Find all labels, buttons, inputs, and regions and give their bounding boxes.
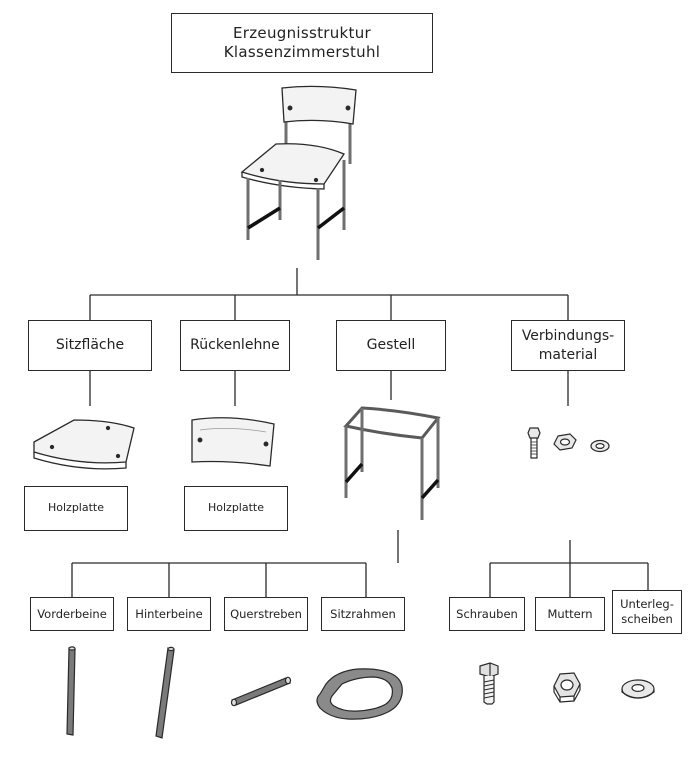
washer-icon (621, 679, 655, 699)
part-box-muttern: Muttern (535, 597, 605, 631)
part-label: Schrauben (456, 606, 518, 621)
seat-board-icon (33, 419, 135, 470)
fastener-set-icon (527, 427, 610, 459)
title-line-2: Klassenzimmerstuhl (223, 43, 381, 61)
short-tube-icon (230, 676, 292, 707)
component-box-rueckenlehne: Rückenlehne (180, 320, 290, 371)
part-label-line-2: scheiben (621, 612, 673, 626)
title-box: Erzeugnisstruktur Klassenzimmerstuhl (171, 13, 433, 73)
part-label-line-1: Unterleg- (620, 597, 674, 612)
leg-tube-icon (155, 646, 175, 739)
part-box-holzplatte-sitz: Holzplatte (24, 486, 128, 531)
part-box-hinterbeine: Hinterbeine (127, 597, 211, 631)
component-box-sitzflaeche: Sitzfläche (28, 320, 152, 371)
part-box-unterlegscheiben: Unterleg- scheiben (612, 590, 682, 634)
component-box-gestell: Gestell (336, 320, 446, 371)
component-label-line-2: material (538, 346, 598, 363)
nut-icon (553, 672, 581, 703)
part-box-holzplatte-lehne: Holzplatte (184, 486, 288, 531)
part-box-sitzrahmen: Sitzrahmen (321, 597, 405, 631)
bolt-icon (479, 662, 499, 705)
component-label: Sitzfläche (55, 337, 125, 354)
part-label: Querstreben (230, 606, 302, 621)
backrest-board-icon (191, 417, 275, 467)
part-label: Hinterbeine (135, 606, 203, 621)
part-box-querstreben: Querstreben (224, 597, 308, 631)
frame-icon (343, 406, 441, 520)
component-label: Gestell (366, 337, 416, 354)
chair-icon (240, 85, 357, 260)
part-label: Vorderbeine (37, 606, 107, 621)
part-label: Sitzrahmen (330, 606, 396, 621)
title-line-1: Erzeugnisstruktur (233, 23, 371, 42)
seat-ring-icon (316, 668, 403, 720)
part-box-vorderbeine: Vorderbeine (30, 597, 114, 631)
leg-tube-icon (66, 646, 76, 736)
component-label: Rückenlehne (190, 337, 280, 354)
part-label: Holzplatte (47, 501, 104, 515)
part-label: Muttern (547, 606, 593, 621)
component-label-line-1: Verbindungs- (521, 328, 615, 345)
part-label: Holzplatte (207, 501, 264, 515)
part-box-schrauben: Schrauben (449, 597, 525, 631)
component-box-verbindungsmaterial: Verbindungs- material (511, 320, 625, 371)
